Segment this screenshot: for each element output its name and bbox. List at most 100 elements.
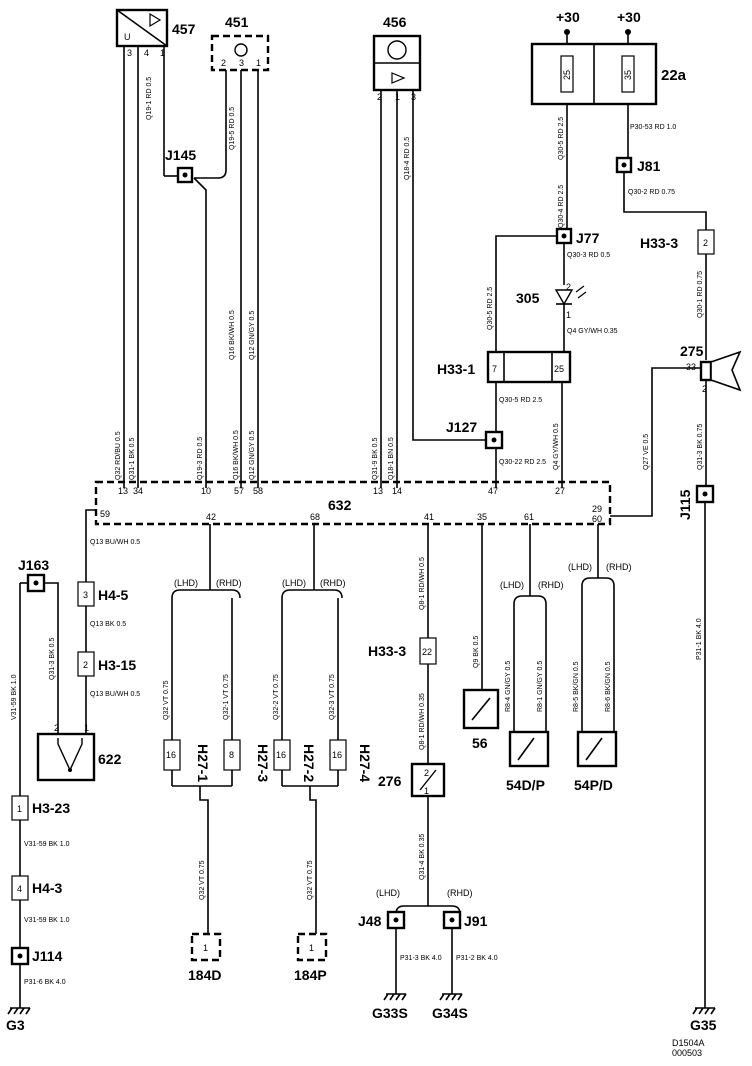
label-j163: J163 (18, 557, 49, 573)
pin-label: 8 (229, 750, 234, 760)
wire-label: Q30-5 RD 2.5 (487, 287, 494, 330)
pin-label: 41 (424, 512, 434, 522)
wire-label: Q13 BK 0.5 (90, 621, 126, 628)
pin-label: 13 (373, 486, 383, 496)
fuse-rating: 35 (623, 70, 633, 80)
pin-label: 1 (203, 943, 208, 953)
label-h27-4: H27-4 (357, 744, 373, 782)
fuse-25 (560, 55, 574, 93)
pin-label: 2 (703, 238, 708, 248)
wire-label: Q30-2 RD 0.75 (628, 189, 675, 196)
led-icon (554, 289, 574, 306)
pin-label: 2 (54, 723, 59, 733)
pin-label: 57 (234, 486, 244, 496)
sensor-icon (234, 43, 248, 57)
label-j115: J115 (677, 489, 693, 520)
label-456: 456 (383, 14, 407, 30)
wire-label: R8-5 BK/GN 0.5 (573, 661, 580, 712)
pin-label: 47 (488, 486, 498, 496)
label-184p: 184P (294, 967, 327, 983)
wire-label: Q30-3 RD 0.5 (567, 252, 610, 259)
label-plus30-b: +30 (617, 9, 641, 25)
wire-label: P31-2 BK 4.0 (456, 955, 498, 962)
wire-label: R8-1 GN/GY 0.5 (537, 661, 544, 712)
ground-g34s: G34S (432, 993, 468, 1021)
pin-label: 13 (118, 486, 128, 496)
wire-label: Q4 GY/WH 0.35 (567, 328, 618, 335)
label-632: 632 (328, 497, 352, 513)
pin-label: 1 (17, 804, 22, 814)
u-symbol: U (124, 32, 131, 42)
label-305: 305 (516, 290, 540, 306)
pin-label: 2 (377, 92, 382, 102)
label-j81: J81 (637, 158, 661, 174)
wire-label: R8-4 GN/GY 0.5 (505, 661, 512, 712)
horn-icon (710, 350, 742, 392)
wire-label: Q31-4 BK 0.35 (419, 834, 426, 880)
fuse-rating: 25 (562, 70, 572, 80)
label-plus30-a: +30 (556, 9, 580, 25)
component-56: 56 (462, 688, 500, 751)
pin-label: 2 (221, 58, 226, 68)
label-276: 276 (378, 773, 402, 789)
label-184d: 184D (188, 967, 221, 983)
component-276: 2 1 276 (378, 762, 446, 798)
component-622: 2 1 622 (36, 723, 122, 782)
variant-label: (RHD) (538, 580, 564, 590)
label-275: 275 (680, 343, 704, 359)
label-h27-3: H27-3 (255, 744, 271, 782)
label-h4-3: H4-3 (32, 880, 63, 896)
ground-g33s: G33S (372, 993, 408, 1021)
wire-label: Q30-5 RD 2.5 (558, 117, 565, 160)
label-54pd: 54P/D (574, 777, 613, 793)
wire-label: Q13 BU/WH 0.5 (90, 691, 140, 698)
pin-label: 3 (127, 48, 132, 58)
label-h3-23: H3-23 (32, 800, 70, 816)
label-h33-3-bottom: H33-3 (368, 643, 406, 659)
wire-label: Q19-3 RD 0.5 (197, 437, 204, 480)
wire-label: Q27 VE 0.5 (643, 434, 650, 470)
pin-label: 7 (492, 364, 497, 374)
variant-label: (RHD) (216, 578, 242, 588)
wire-label: Q30-1 RD 0.75 (697, 271, 704, 318)
wire-label: R8-6 BK/GN 0.5 (605, 661, 612, 712)
component-54pd: 54P/D (574, 730, 618, 793)
wire-label: Q4 GY/WH 0.5 (553, 423, 560, 470)
pin-label: 29 (592, 504, 602, 514)
label-j77: J77 (576, 230, 600, 246)
pin-label: 1 (309, 943, 314, 953)
pin-label: 4 (17, 884, 22, 894)
pin-label: 42 (206, 512, 216, 522)
component-275: 275 33 2 (680, 343, 742, 394)
label-54dp: 54D/P (506, 777, 545, 793)
switch-icon (419, 769, 437, 791)
wire-label: Q32-1 VT 0.75 (223, 674, 230, 720)
wire-label: Q32 VT 0.75 (163, 680, 170, 720)
pin-label: 33 (686, 362, 696, 372)
label-h4-5: H4-5 (98, 587, 129, 603)
label-j145: J145 (165, 147, 196, 163)
wire-label: Q12 GN/GY 0.5 (249, 311, 256, 360)
label-56: 56 (472, 735, 488, 751)
triangle-icon (391, 72, 406, 84)
pin-label: 1 (424, 786, 429, 796)
wire-label: Q30-22 RD 2.5 (499, 459, 546, 466)
pin-label: 59 (100, 509, 110, 519)
wire-label: Q9 BK 0.5 (473, 636, 480, 668)
triangle-icon (149, 12, 162, 28)
pin-label: 14 (392, 486, 402, 496)
wire-label: P30-53 RD 1.0 (630, 124, 676, 131)
pin-label: 4 (144, 48, 149, 58)
wire-label: V31-59 BK 1.0 (11, 674, 18, 720)
wire-label: Q32-2 VT 0.75 (273, 674, 280, 720)
wire-label: Q12 GN/GY 0.5 (249, 431, 256, 480)
pin-label: 68 (310, 512, 320, 522)
variant-label: (RHD) (447, 888, 473, 898)
label-451: 451 (225, 14, 249, 30)
wire-label: Q32 VT 0.75 (199, 860, 206, 900)
label-j114: J114 (32, 948, 63, 964)
ground-g3: G3 (6, 1007, 31, 1033)
label-g33s: G33S (372, 1005, 408, 1021)
module-632: 632 13 34 10 57 58 13 14 47 27 59 42 68 … (94, 480, 612, 526)
